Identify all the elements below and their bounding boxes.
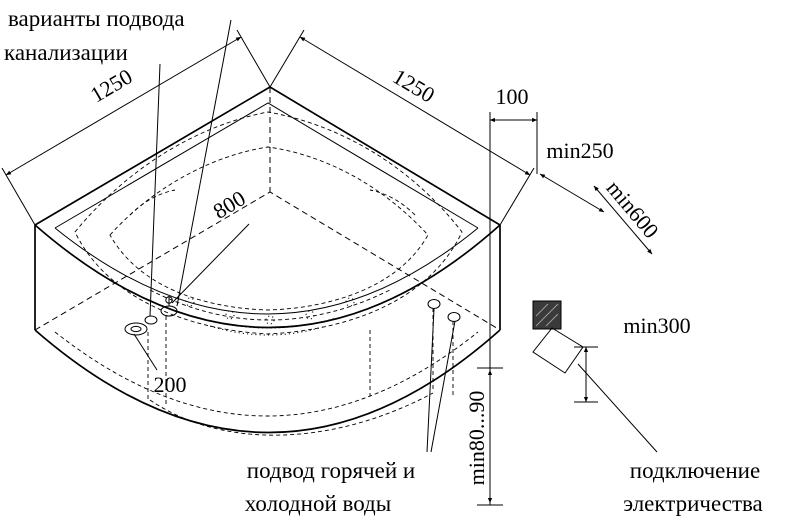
dim-label-800: 800	[209, 185, 250, 223]
sewer-label-line2: канализации	[4, 40, 128, 65]
leader-water-1	[426, 308, 435, 453]
leader-sewer-1	[149, 63, 161, 317]
dim-label-min250: min250	[546, 138, 613, 163]
dim-line-min250	[539, 173, 605, 213]
dim-label-1250-left: 1250	[86, 64, 137, 108]
dim-label-1250-right: 1250	[389, 64, 440, 108]
bathtub-inner-rim	[54, 102, 479, 315]
dim-label-100: 100	[496, 84, 529, 109]
electrical-outlet-icon	[532, 300, 584, 374]
dim-label-min300: min300	[623, 313, 690, 338]
hidden-plumbing	[147, 308, 454, 436]
power-label-line2: электричества	[623, 491, 763, 516]
dim-line-1250-left	[5, 36, 242, 176]
leader-800	[171, 223, 250, 304]
leader-lines	[133, 19, 658, 453]
sewer-label-line1: варианты подвода	[8, 6, 185, 31]
leader-water-2	[430, 320, 456, 453]
leader-sewer-2	[176, 19, 232, 307]
drain-and-faucet	[124, 296, 178, 336]
water-connection-points	[427, 299, 461, 322]
power-label-line1: подключение	[630, 458, 760, 483]
water-label-line1: подвод горячей и	[247, 458, 415, 483]
dim-label-min80-90: min80...90	[464, 391, 489, 486]
water-label-line2: холодной воды	[245, 491, 391, 516]
dimension-lines	[5, 36, 653, 504]
hydromassage-jets	[185, 297, 355, 336]
dim-label-min600: min600	[602, 175, 664, 243]
bathtub-hidden-edges	[34, 87, 501, 417]
dim-line-min600	[593, 185, 653, 255]
dim-line-1250-right	[299, 36, 531, 176]
dim-label-200: 200	[154, 372, 187, 397]
leader-power	[577, 363, 658, 453]
leader-200	[133, 333, 158, 371]
tub-interior-contours	[74, 111, 463, 335]
